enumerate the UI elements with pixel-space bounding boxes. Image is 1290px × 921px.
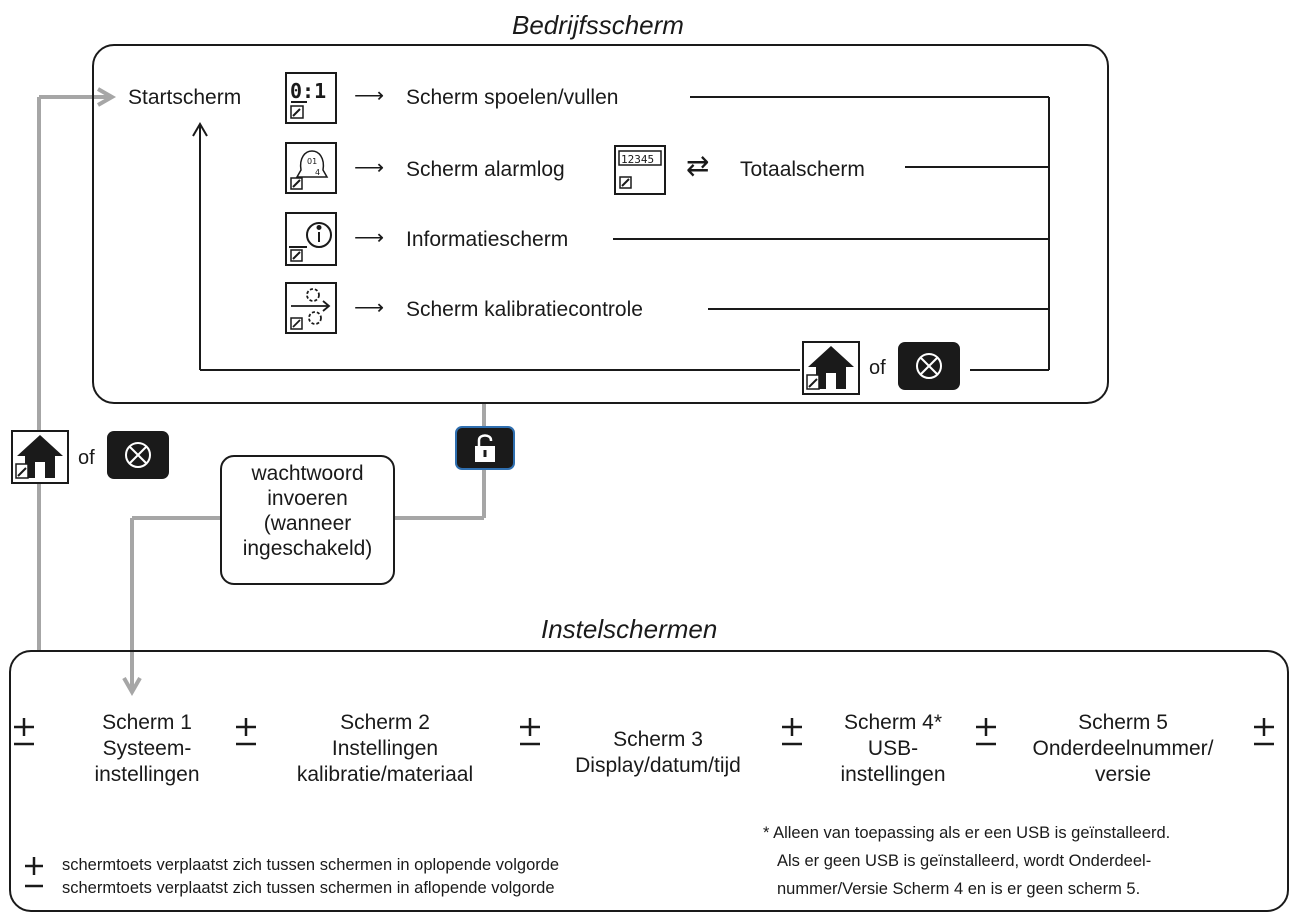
bubble-line: wachtwoord: [251, 462, 364, 485]
calibration-check-icon[interactable]: [285, 282, 337, 334]
cancel-button[interactable]: [898, 342, 960, 390]
minus-icon: [25, 884, 43, 888]
plus-minus-icon[interactable]: [974, 718, 998, 748]
screen-line: instellingen: [94, 763, 200, 786]
screen-line: Scherm 3: [613, 728, 703, 751]
operation-title: Bedrijfsscherm: [512, 10, 684, 40]
setup-screens-frame: [9, 650, 1289, 912]
screen-line: Scherm 1: [102, 711, 192, 734]
setup-screen-2: Scherm 2 Instellingen kalibratie/materia…: [275, 710, 495, 788]
plus-minus-icon[interactable]: [12, 718, 36, 748]
row-arrow: ⟶: [354, 296, 385, 319]
svg-text:01: 01: [307, 157, 317, 166]
screen-line: kalibratie/materiaal: [296, 763, 474, 786]
footnote-line-3: nummer/Versie Scherm 4 en is er geen sch…: [777, 880, 1141, 898]
setup-screen-3: Scherm 3 Display/datum/tijd: [548, 727, 768, 779]
setup-screen-1: Scherm 1 Systeem- instellingen: [72, 710, 222, 788]
legend-minus-text: schermtoets verplaatst zich tussen scher…: [62, 879, 555, 897]
plus-minus-icon[interactable]: [518, 718, 542, 748]
svg-text:12345: 12345: [621, 153, 654, 166]
setup-screen-4: Scherm 4* USB- instellingen: [818, 710, 968, 788]
footnote-line-1: * Alleen van toepassing als er een USB i…: [763, 824, 1171, 842]
alarm-log-screen-label: Scherm alarmlog: [406, 158, 565, 181]
footnote-line-2: Als er geen USB is geïnstalleerd, wordt …: [777, 852, 1152, 870]
screen-line: versie: [1094, 763, 1152, 786]
of-text: of: [869, 357, 886, 379]
screen-line: USB-: [867, 737, 919, 760]
operation-screens-frame: [92, 44, 1109, 404]
row-arrow: ⟶: [354, 226, 385, 249]
legend-plus-text: schermtoets verplaatst zich tussen scher…: [62, 856, 560, 874]
cancel-button[interactable]: [107, 431, 169, 479]
unlock-button[interactable]: [455, 426, 515, 470]
prime-fill-icon[interactable]: 0:1: [285, 72, 337, 124]
home-icon[interactable]: [802, 341, 860, 395]
alarm-log-icon[interactable]: 01 4: [285, 142, 337, 194]
plus-minus-icon[interactable]: [234, 718, 258, 748]
totals-screen-label: Totaalscherm: [740, 158, 865, 181]
setup-title: Instelschermen: [541, 614, 718, 644]
of-text: of: [78, 447, 95, 469]
prime-fill-screen-label: Scherm spoelen/vullen: [406, 86, 619, 109]
screen-line: Scherm 5: [1078, 711, 1168, 734]
plus-minus-icon[interactable]: [1252, 718, 1276, 748]
information-icon[interactable]: [285, 212, 337, 266]
plus-minus-icon[interactable]: [780, 718, 804, 748]
information-screen-label: Informatiescherm: [406, 228, 569, 251]
screen-line: Instellingen: [331, 737, 439, 760]
home-icon[interactable]: [11, 430, 69, 484]
screen-line: Scherm 4*: [843, 711, 943, 734]
bubble-line: ingeschakeld): [242, 537, 373, 560]
swap-arrow: ⇄: [686, 150, 710, 181]
screen-line: instellingen: [840, 763, 946, 786]
setup-screen-5: Scherm 5 Onderdeelnummer/ versie: [1008, 710, 1238, 788]
screen-line: Scherm 2: [340, 711, 430, 734]
unlock-icon: [475, 434, 495, 462]
bubble-line: invoeren: [267, 487, 348, 510]
screen-line: Display/datum/tijd: [575, 754, 741, 777]
row-arrow: ⟶: [354, 156, 385, 179]
svg-text:0:1: 0:1: [290, 79, 326, 103]
bubble-line: (wanneer: [263, 512, 352, 535]
calibration-check-screen-label: Scherm kalibratiecontrole: [406, 298, 643, 321]
screen-line: Onderdeelnummer/: [1032, 737, 1214, 760]
totals-counter-icon[interactable]: 12345: [614, 145, 666, 195]
plus-icon: [25, 857, 43, 875]
row-arrow: ⟶: [354, 84, 385, 107]
start-screen-label: Startscherm: [128, 86, 242, 109]
password-bubble: wachtwoord invoeren (wanneer ingeschakel…: [220, 455, 395, 585]
screen-line: Systeem-: [102, 737, 192, 760]
svg-text:4: 4: [315, 168, 320, 177]
